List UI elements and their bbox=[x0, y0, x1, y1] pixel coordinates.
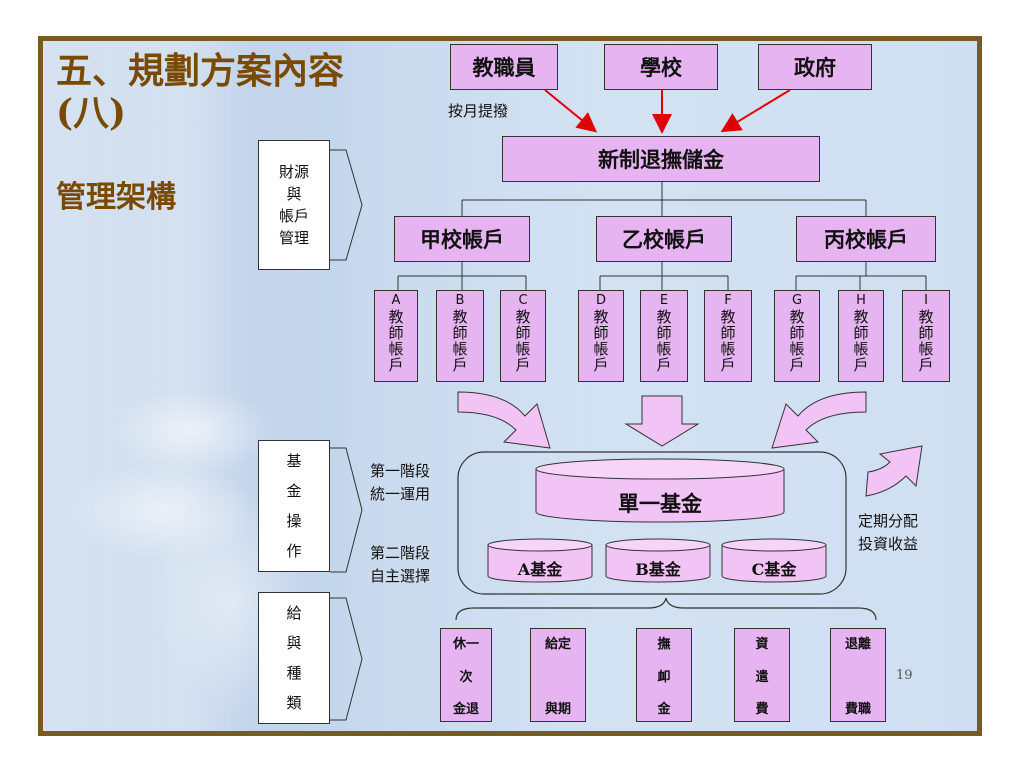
teacher-account-d: D 教 師 帳 戶 bbox=[578, 290, 624, 382]
sub-fund-b-label: B基金 bbox=[635, 560, 681, 579]
schools-to-teachers-tree bbox=[397, 262, 927, 290]
phase-two-label: 第二階段 自主選擇 bbox=[370, 544, 431, 585]
central-pension-fund: 新制退撫儲金 bbox=[502, 136, 820, 182]
single-fund-label: 單一基金 bbox=[618, 491, 702, 516]
sub-fund-a-cylinder bbox=[487, 538, 593, 583]
label-funding-and-accounts: 財源 與 帳戶 管理 bbox=[258, 140, 330, 270]
single-fund-cylinder bbox=[535, 458, 785, 523]
fund-operation-container bbox=[457, 451, 847, 595]
label-payout-types: 給 與 種 類 bbox=[258, 592, 330, 724]
teacher-account-i: I 教 師 帳 戶 bbox=[902, 290, 950, 382]
periodic-return-label: 定期分配 投資收益 bbox=[858, 512, 919, 553]
sub-fund-a-label: A基金 bbox=[517, 560, 563, 579]
teacher-account-h: H 教 師 帳 戶 bbox=[838, 290, 884, 382]
phase-one-label: 第一階段 統一運用 bbox=[370, 462, 431, 503]
sub-fund-c-cylinder bbox=[721, 538, 827, 583]
source-school: 學校 bbox=[604, 44, 718, 90]
page-title: 五、規劃方案內容 (八) bbox=[56, 50, 344, 134]
merge-arrow-right bbox=[771, 391, 867, 449]
school-account-jia: 甲校帳戶 bbox=[394, 216, 530, 262]
merge-arrow-left bbox=[457, 391, 551, 449]
sub-fund-b-cylinder bbox=[605, 538, 711, 583]
teacher-account-g: G 教 師 帳 戶 bbox=[774, 290, 820, 382]
arrow-government-to-fund bbox=[720, 89, 791, 133]
payout-severance: 資 遣 費 bbox=[734, 628, 790, 722]
payout-brace bbox=[455, 597, 877, 621]
teacher-account-c: C 教 師 帳 戶 bbox=[500, 290, 546, 382]
source-teachers: 教職員 bbox=[450, 44, 558, 90]
school-account-bing: 丙校帳戶 bbox=[796, 216, 936, 262]
teacher-account-e: E 教 師 帳 戶 bbox=[640, 290, 688, 382]
teacher-account-f: F 教 師 帳 戶 bbox=[704, 290, 752, 382]
title-line-2: (八) bbox=[56, 92, 127, 134]
page-number: 19 bbox=[896, 668, 913, 683]
sub-fund-c-label: C基金 bbox=[751, 560, 797, 579]
left-label-chevrons bbox=[330, 149, 363, 721]
payout-lump-sum-retirement: 休一 次 金退 bbox=[440, 628, 492, 722]
source-government: 政府 bbox=[758, 44, 872, 90]
title-line-1: 五、規劃方案內容 bbox=[56, 50, 345, 92]
payout-periodic: 給定 與期 bbox=[530, 628, 586, 722]
school-account-yi: 乙校帳戶 bbox=[596, 216, 732, 262]
return-arrow bbox=[865, 445, 923, 497]
teacher-account-a: A 教 師 帳 戶 bbox=[374, 290, 418, 382]
monthly-contribution-label: 按月提撥 bbox=[448, 102, 509, 120]
teacher-account-b: B 教 師 帳 戶 bbox=[436, 290, 484, 382]
page-subtitle: 管理架構 bbox=[56, 180, 176, 215]
payout-resignation: 退離 費職 bbox=[830, 628, 886, 722]
label-fund-operation: 基 金 操 作 bbox=[258, 440, 330, 572]
payout-survivor-pension: 撫 卹 金 bbox=[636, 628, 692, 722]
arrow-teachers-to-fund bbox=[544, 89, 598, 133]
merge-arrow-center bbox=[624, 395, 700, 447]
fund-to-schools-tree bbox=[461, 180, 867, 216]
